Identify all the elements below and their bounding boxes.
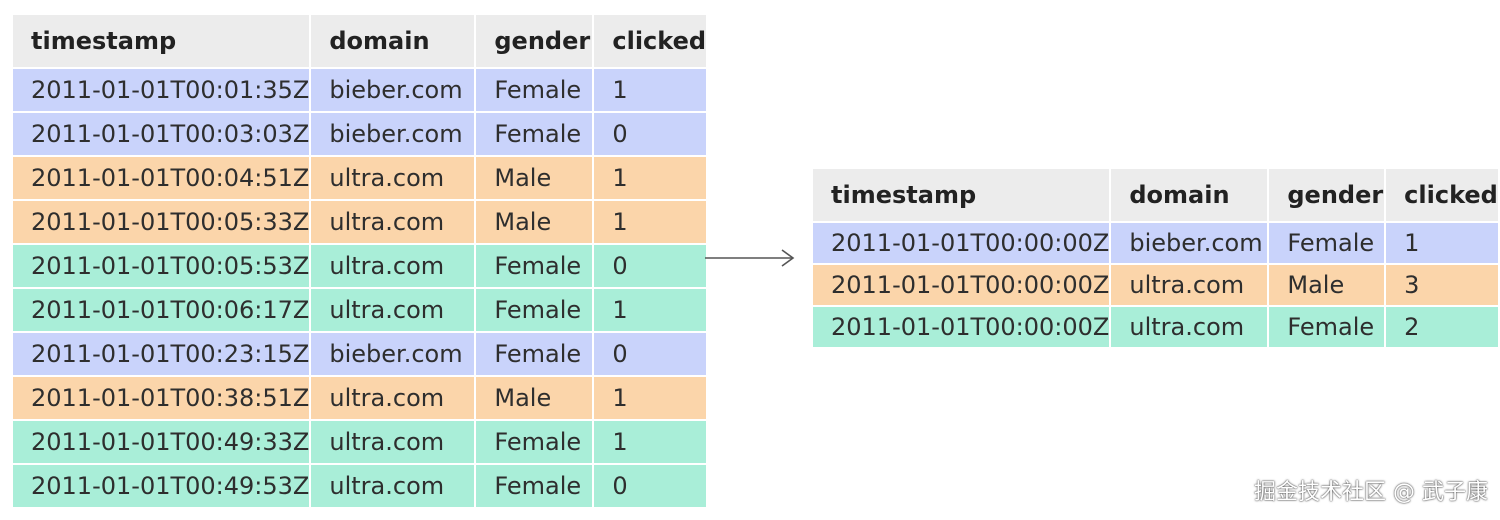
cell-clicked: 1 bbox=[594, 289, 707, 331]
cell-clicked: 1 bbox=[594, 157, 707, 199]
cell-clicked: 1 bbox=[594, 421, 707, 463]
cell-domain: bieber.com bbox=[311, 333, 475, 375]
cell-domain: ultra.com bbox=[1111, 265, 1268, 305]
cell-gender: Female bbox=[476, 69, 593, 111]
cell-timestamp: 2011-01-01T00:06:17Z bbox=[13, 289, 310, 331]
cell-timestamp: 2011-01-01T00:00:00Z bbox=[813, 307, 1110, 347]
cell-gender: Female bbox=[1269, 307, 1385, 347]
column-header-clicked: clicked bbox=[1386, 169, 1498, 221]
rolled-up-table: timestamp domain gender clicked 2011-01-… bbox=[811, 167, 1500, 349]
table-header-row: timestamp domain gender clicked bbox=[13, 15, 707, 67]
cell-gender: Female bbox=[476, 421, 593, 463]
cell-clicked: 2 bbox=[1386, 307, 1498, 347]
cell-timestamp: 2011-01-01T00:49:33Z bbox=[13, 421, 310, 463]
cell-domain: ultra.com bbox=[311, 465, 475, 507]
column-header-gender: gender bbox=[476, 15, 593, 67]
column-header-timestamp: timestamp bbox=[13, 15, 310, 67]
column-header-domain: domain bbox=[311, 15, 475, 67]
cell-gender: Female bbox=[476, 465, 593, 507]
cell-domain: ultra.com bbox=[311, 377, 475, 419]
cell-domain: ultra.com bbox=[311, 289, 475, 331]
cell-domain: bieber.com bbox=[311, 113, 475, 155]
cell-clicked: 1 bbox=[1386, 223, 1498, 263]
cell-timestamp: 2011-01-01T00:38:51Z bbox=[13, 377, 310, 419]
cell-domain: bieber.com bbox=[1111, 223, 1268, 263]
cell-domain: ultra.com bbox=[311, 157, 475, 199]
cell-gender: Female bbox=[476, 245, 593, 287]
watermark: 掘金技术社区 @ 武子康 bbox=[1254, 480, 1488, 505]
cell-domain: ultra.com bbox=[1111, 307, 1268, 347]
cell-clicked: 0 bbox=[594, 113, 707, 155]
cell-timestamp: 2011-01-01T00:00:00Z bbox=[813, 265, 1110, 305]
cell-gender: Male bbox=[1269, 265, 1385, 305]
cell-timestamp: 2011-01-01T00:05:33Z bbox=[13, 201, 310, 243]
cell-domain: ultra.com bbox=[311, 421, 475, 463]
cell-timestamp: 2011-01-01T00:04:51Z bbox=[13, 157, 310, 199]
cell-domain: bieber.com bbox=[311, 69, 475, 111]
cell-clicked: 0 bbox=[594, 245, 707, 287]
cell-clicked: 0 bbox=[594, 465, 707, 507]
cell-gender: Female bbox=[476, 289, 593, 331]
column-header-clicked: clicked bbox=[594, 15, 707, 67]
raw-events-table: timestamp domain gender clicked 2011-01-… bbox=[11, 13, 708, 509]
table-header-row: timestamp domain gender clicked bbox=[813, 169, 1498, 221]
cell-timestamp: 2011-01-01T00:01:35Z bbox=[13, 69, 310, 111]
cell-gender: Female bbox=[476, 333, 593, 375]
cell-gender: Male bbox=[476, 201, 593, 243]
cell-timestamp: 2011-01-01T00:49:53Z bbox=[13, 465, 310, 507]
cell-timestamp: 2011-01-01T00:05:53Z bbox=[13, 245, 310, 287]
cell-domain: ultra.com bbox=[311, 201, 475, 243]
cell-clicked: 0 bbox=[594, 333, 707, 375]
cell-domain: ultra.com bbox=[311, 245, 475, 287]
cell-timestamp: 2011-01-01T00:03:03Z bbox=[13, 113, 310, 155]
right-arrow-icon bbox=[705, 249, 795, 267]
cell-gender: Female bbox=[1269, 223, 1385, 263]
cell-gender: Male bbox=[476, 377, 593, 419]
column-header-gender: gender bbox=[1269, 169, 1385, 221]
cell-clicked: 1 bbox=[594, 377, 707, 419]
cell-clicked: 1 bbox=[594, 201, 707, 243]
cell-clicked: 1 bbox=[594, 69, 707, 111]
column-header-timestamp: timestamp bbox=[813, 169, 1110, 221]
column-header-domain: domain bbox=[1111, 169, 1268, 221]
cell-gender: Male bbox=[476, 157, 593, 199]
cell-timestamp: 2011-01-01T00:00:00Z bbox=[813, 223, 1110, 263]
cell-clicked: 3 bbox=[1386, 265, 1498, 305]
cell-timestamp: 2011-01-01T00:23:15Z bbox=[13, 333, 310, 375]
cell-gender: Female bbox=[476, 113, 593, 155]
